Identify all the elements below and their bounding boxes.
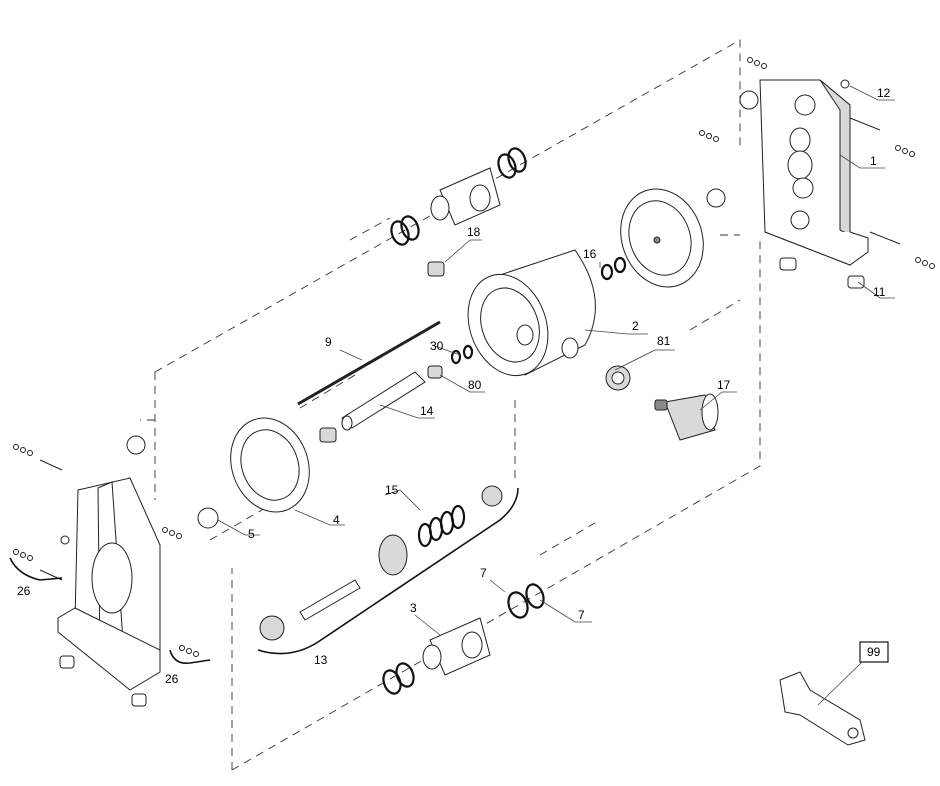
callout-26b: 26 [165, 672, 179, 686]
callout-4: 4 [333, 513, 340, 527]
pump-housing-right [699, 57, 935, 289]
callout-18: 18 [467, 225, 481, 239]
brace-26-right [169, 649, 211, 665]
diaphragm-4 [230, 417, 310, 513]
callout-2: 2 [632, 319, 639, 333]
callout-3: 3 [410, 601, 417, 615]
o-rings-30 [450, 344, 474, 365]
callout-15: 15 [385, 483, 399, 497]
callout-5: 5 [248, 527, 255, 541]
washer-set-icon [13, 444, 199, 657]
callout-99: 99 [867, 645, 881, 659]
nut-81 [605, 365, 631, 391]
callout-14: 14 [420, 404, 434, 418]
wrench-tool-99 [779, 671, 866, 746]
leader-lines [217, 85, 895, 706]
assembly-dashed-lines [140, 39, 761, 771]
manifold-lower [382, 617, 491, 695]
muffler-17 [654, 393, 719, 441]
bushing-80 [427, 365, 443, 379]
o-rings-16 [600, 256, 627, 281]
rod-9 [297, 320, 441, 406]
diaphragm-right [620, 188, 704, 288]
callout-12: 12 [877, 86, 891, 100]
balls-5 [126, 435, 219, 529]
valve-spool-13 [259, 485, 503, 641]
callout-13: 13 [314, 653, 328, 667]
callout-17: 17 [717, 378, 731, 392]
callout-30: 30 [430, 339, 444, 353]
o-rings-7 [507, 583, 545, 619]
callout-1: 1 [870, 154, 877, 168]
pump-housing-left [13, 444, 199, 707]
callout-81: 81 [657, 334, 671, 348]
spring-15 [417, 504, 466, 548]
brace-13 [257, 487, 519, 655]
callout-7a: 7 [480, 566, 487, 580]
fitting-18 [427, 239, 471, 277]
callout-99-box: 99 [859, 641, 889, 663]
tube-14 [319, 371, 426, 443]
callout-80: 80 [468, 378, 482, 392]
washer-set-icon [699, 57, 935, 269]
callout-26a: 26 [17, 584, 31, 598]
manifold-upper [390, 147, 527, 246]
brace-26-left [9, 557, 63, 581]
callout-labels: 12 1 11 2 81 17 18 16 30 80 9 14 4 5 15 … [17, 86, 891, 686]
callout-11: 11 [873, 285, 886, 299]
callout-16: 16 [583, 247, 597, 261]
callout-9: 9 [325, 335, 332, 349]
callout-7b: 7 [578, 608, 585, 622]
center-body [467, 249, 596, 377]
